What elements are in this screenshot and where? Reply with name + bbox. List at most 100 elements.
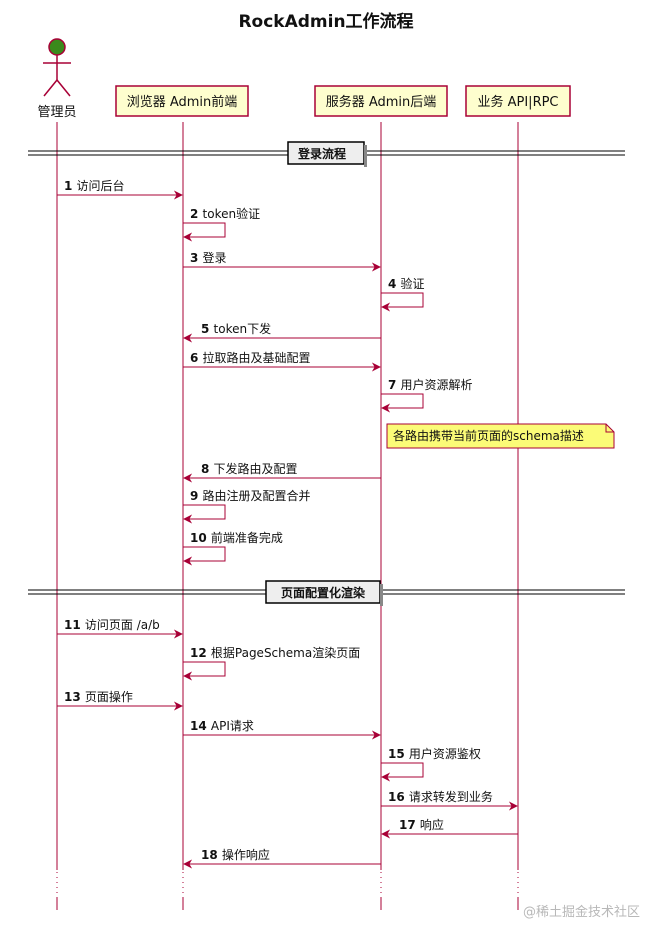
actor-admin-label: 管理员	[37, 105, 76, 120]
message-text: 操作响应	[222, 847, 270, 862]
message-text: API请求	[211, 719, 254, 733]
message-6: 6 拉取路由及基础配置	[183, 350, 381, 372]
message-number: 8	[201, 462, 214, 476]
message-number: 18	[201, 848, 222, 862]
message-number: 9	[190, 489, 203, 503]
message-label: 13 页面操作	[64, 689, 133, 704]
note: 各路由携带当前页面的schema描述	[386, 423, 615, 449]
actor-leg-left	[43, 79, 58, 97]
message-text: 响应	[420, 817, 444, 832]
message-13: 13 页面操作	[57, 689, 183, 711]
actor-admin: 管理员	[37, 38, 77, 120]
message-text: 路由注册及配置合并	[203, 488, 311, 503]
message-2: 2 token验证	[183, 206, 260, 242]
message-text: token验证	[203, 206, 261, 221]
message-label: 12 根据PageSchema渲染页面	[190, 645, 360, 660]
message-label: 3 登录	[190, 250, 227, 265]
message-15: 15 用户资源鉴权	[381, 746, 481, 782]
message-number: 14	[190, 719, 211, 733]
message-label: 1 访问后台	[64, 178, 125, 193]
message-12: 12 根据PageSchema渲染页面	[183, 645, 360, 681]
message-10: 10 前端准备完成	[183, 530, 283, 566]
message-4: 4 验证	[381, 276, 425, 312]
participant-browser-label: 浏览器 Admin前端	[127, 94, 238, 110]
section-label: 页面配置化渲染	[281, 585, 366, 600]
message-14: 14 API请求	[183, 719, 381, 740]
watermark: @稀土掘金技术社区	[523, 904, 640, 920]
message-arrow	[381, 292, 424, 312]
participant-box	[465, 85, 571, 117]
participant-rpc: 业务 API|RPC	[465, 85, 571, 117]
section-divider-render: 页面配置化渲染	[28, 580, 625, 606]
section-divider-login: 登录流程	[28, 141, 625, 167]
message-7: 7 用户资源解析	[381, 377, 473, 413]
message-number: 3	[190, 251, 203, 265]
messages: 1 访问后台 2 token验证 3 登录 4 验证 5 token下发 6 拉取路由及基…	[57, 178, 518, 869]
message-text: 根据PageSchema渲染页面	[211, 645, 360, 660]
message-number: 7	[388, 378, 401, 392]
message-number: 1	[64, 179, 77, 193]
message-text: 下发路由及配置	[214, 461, 298, 476]
diagram-title: RockAdmin工作流程	[238, 11, 413, 32]
participant-rpc-label: 业务 API|RPC	[477, 94, 558, 110]
message-arrow	[381, 393, 424, 413]
lifelines	[56, 122, 519, 910]
message-number: 10	[190, 531, 211, 545]
message-arrow	[381, 762, 424, 782]
actor-head	[48, 38, 66, 56]
message-text: 登录	[203, 250, 227, 265]
participant-box	[115, 85, 249, 117]
message-label: 11 访问页面 /a/b	[64, 618, 160, 632]
message-label: 17 响应	[399, 817, 444, 832]
message-number: 5	[201, 322, 214, 336]
note-fold	[605, 424, 614, 433]
message-number: 4	[388, 277, 401, 291]
message-5: 5 token下发	[183, 321, 381, 343]
participant-server: 服务器 Admin后端	[314, 85, 448, 117]
message-8: 8 下发路由及配置	[183, 461, 381, 483]
note-text: 各路由携带当前页面的schema描述	[393, 428, 584, 443]
participant-browser: 浏览器 Admin前端	[115, 85, 249, 117]
message-text: 验证	[401, 276, 425, 291]
message-16: 16 请求转发到业务	[381, 789, 518, 811]
message-11: 11 访问页面 /a/b	[57, 618, 183, 639]
message-label: 14 API请求	[190, 719, 254, 733]
message-18: 18 操作响应	[183, 847, 381, 869]
message-label: 4 验证	[388, 276, 425, 291]
message-text: token下发	[214, 321, 272, 336]
message-text: 请求转发到业务	[409, 789, 493, 804]
message-arrow	[183, 504, 226, 524]
section-label: 登录流程	[297, 146, 346, 161]
message-number: 11	[64, 618, 85, 632]
message-label: 7 用户资源解析	[388, 377, 473, 392]
message-label: 9 路由注册及配置合并	[190, 488, 311, 503]
message-3: 3 登录	[183, 250, 381, 272]
message-number: 13	[64, 690, 85, 704]
message-label: 10 前端准备完成	[190, 530, 283, 545]
message-label: 6 拉取路由及基础配置	[190, 350, 311, 365]
message-text: 拉取路由及基础配置	[203, 350, 311, 365]
message-arrow	[183, 222, 226, 242]
message-text: 用户资源解析	[401, 377, 473, 392]
message-number: 12	[190, 646, 211, 660]
message-label: 18 操作响应	[201, 847, 270, 862]
note-shape	[386, 423, 615, 449]
message-text: 前端准备完成	[211, 530, 283, 545]
message-arrow	[183, 546, 226, 566]
message-1: 1 访问后台	[57, 178, 183, 200]
message-9: 9 路由注册及配置合并	[183, 488, 311, 524]
actor-leg-right	[56, 79, 71, 97]
message-number: 16	[388, 790, 409, 804]
message-text: 页面操作	[85, 689, 133, 704]
message-number: 2	[190, 207, 203, 221]
message-text: 访问页面 /a/b	[85, 618, 160, 632]
message-number: 15	[388, 747, 409, 761]
message-label: 2 token验证	[190, 206, 260, 221]
message-arrow	[183, 661, 226, 681]
message-text: 访问后台	[77, 178, 125, 193]
participant-box	[314, 85, 448, 117]
participant-server-label: 服务器 Admin后端	[326, 94, 437, 110]
message-label: 16 请求转发到业务	[388, 789, 493, 804]
